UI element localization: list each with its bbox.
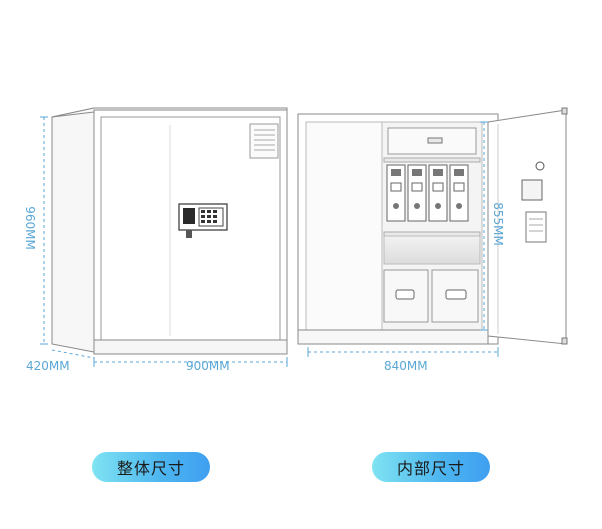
width-dimension-label: 900MM [186,359,230,373]
cabinet-exterior [51,107,288,355]
inner-width-dimension-label: 840MM [384,359,428,373]
interior-size-caption: 内部尺寸 [372,452,490,482]
overall-size-caption: 整体尺寸 [92,452,210,482]
depth-dimension-label: 420MM [26,359,70,373]
inner-height-dimension-label: 855MM [490,202,505,246]
dimension-lines [40,116,499,367]
cabinet-interior [297,107,568,345]
keypad-lock-icon [178,203,228,238]
height-dimension-label: 960MM [22,206,37,250]
